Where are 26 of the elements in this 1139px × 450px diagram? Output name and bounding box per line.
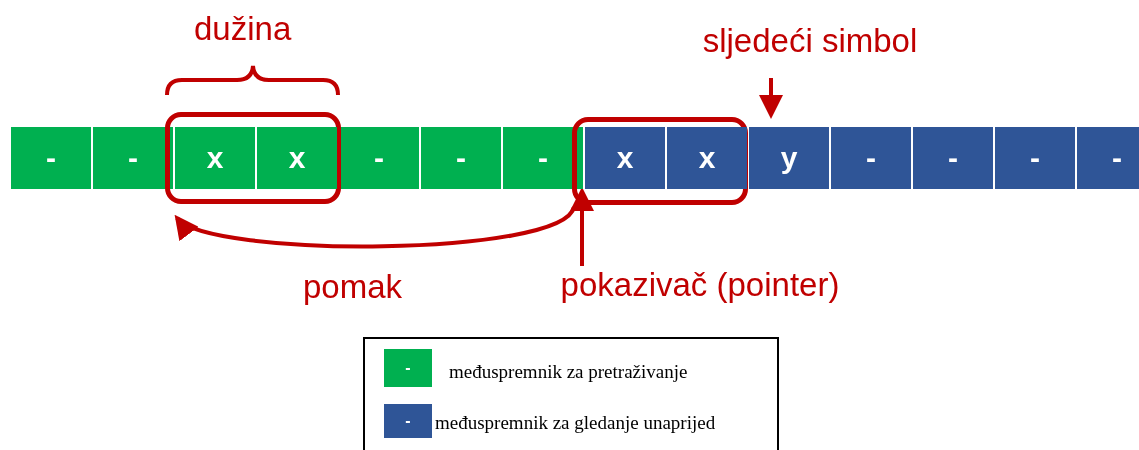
buffer-cell: - — [11, 127, 91, 189]
highlight-box — [572, 117, 748, 205]
edge-label: pomak — [303, 268, 403, 306]
legend-text: međuspremnik za pretraživanje — [449, 361, 688, 383]
buffer-cell: - — [831, 127, 911, 189]
buffer-cell: x — [585, 127, 665, 189]
buffer-cell: - — [339, 127, 419, 189]
buffer-cell: x — [257, 127, 337, 189]
buffer-cell: - — [93, 127, 173, 189]
legend-swatch: - — [384, 404, 432, 438]
buffer-cell: - — [503, 127, 583, 189]
buffer-cell: - — [995, 127, 1075, 189]
legend-swatch: - — [384, 349, 432, 387]
annotation-text: pokazivač (pointer) — [530, 266, 870, 312]
buffer-cell: y — [749, 127, 829, 189]
buffer-cell: - — [421, 127, 501, 189]
buffer-cell: - — [1077, 127, 1139, 189]
buffer-cell: x — [175, 127, 255, 189]
arrow — [759, 78, 783, 119]
arrow — [570, 187, 594, 266]
buffer-cell: - — [913, 127, 993, 189]
brace-label: dužina — [194, 10, 292, 48]
buffer-cell: x — [667, 127, 747, 189]
annotation-text: sljedeći simbol — [680, 22, 940, 66]
legend-text: međuspremnik za gledanje unaprijed — [435, 412, 716, 434]
highlight-box — [165, 112, 341, 204]
